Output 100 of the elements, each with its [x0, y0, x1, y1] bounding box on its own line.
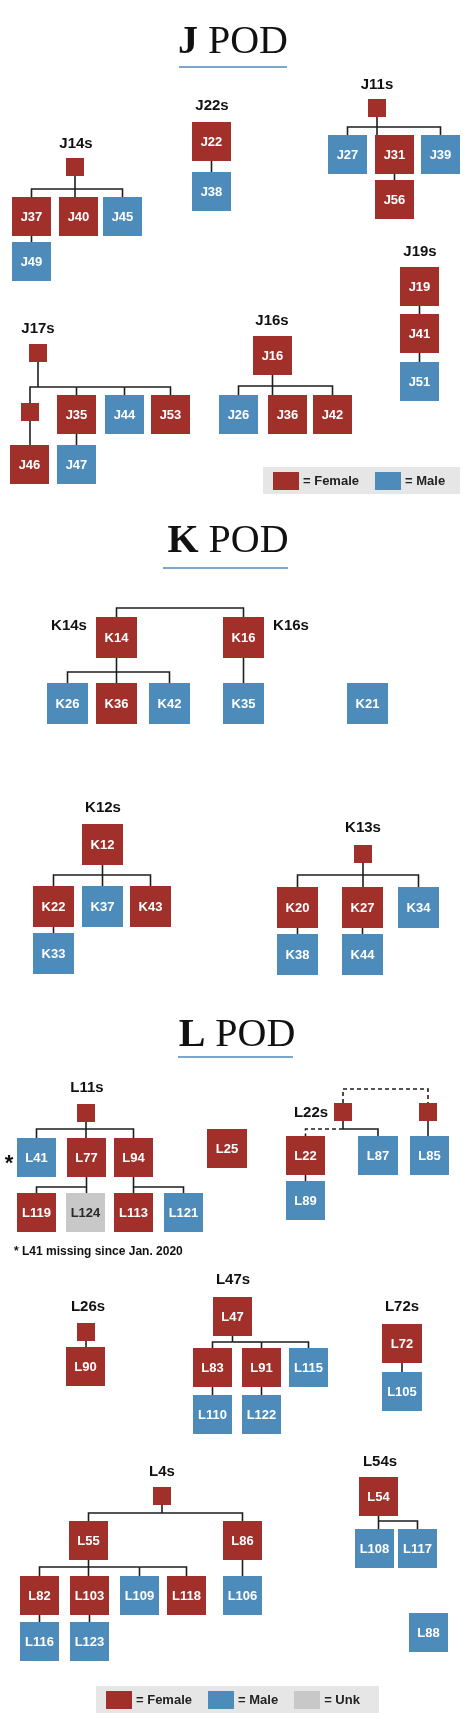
lineage-line — [296, 874, 364, 888]
lineage-line — [271, 385, 334, 396]
male-box: J39 — [421, 135, 460, 174]
lineage-line — [132, 1186, 185, 1194]
female-box: K22 — [33, 886, 74, 927]
male-box: L116 — [20, 1622, 59, 1661]
lineage-line — [52, 874, 104, 887]
lineage-line — [87, 1512, 163, 1522]
male-box: L117 — [398, 1529, 437, 1568]
female-box: J31 — [375, 135, 414, 174]
family-label: J14s — [59, 134, 93, 152]
female-box: K16 — [223, 617, 264, 658]
female-box: L72 — [382, 1324, 422, 1363]
male-box: L85 — [410, 1136, 449, 1175]
female-box: J16 — [253, 336, 292, 375]
lineage-line — [85, 1340, 87, 1348]
female-box: J36 — [268, 395, 307, 434]
male-box: J44 — [105, 395, 144, 434]
male-box: J38 — [192, 172, 231, 211]
lineage-line — [35, 1186, 88, 1194]
female-box: J56 — [375, 180, 414, 219]
female-box: L86 — [223, 1521, 262, 1560]
small-female-box — [21, 403, 39, 421]
female-box: L77 — [67, 1138, 106, 1177]
male-box: K26 — [47, 683, 88, 724]
male-box: L109 — [120, 1576, 159, 1615]
male-box: L108 — [355, 1529, 394, 1568]
lineage-line — [346, 126, 378, 136]
lineage-line — [38, 1566, 90, 1577]
female-box: L55 — [69, 1521, 108, 1560]
male-box: K34 — [398, 887, 439, 928]
male-box: L87 — [358, 1136, 398, 1175]
lineage-line — [123, 386, 172, 396]
lineage-line — [30, 188, 76, 198]
small-female-box — [153, 1487, 171, 1505]
family-label: L47s — [215, 1270, 251, 1288]
female-box: L119 — [17, 1193, 56, 1232]
female-box: L103 — [70, 1576, 109, 1615]
lineage-line — [101, 874, 152, 887]
lineage-line — [211, 1341, 234, 1349]
lineage-line — [376, 126, 442, 136]
lineage-line — [260, 1341, 310, 1349]
family-label: L11s — [70, 1078, 104, 1096]
family-label: K14s — [51, 616, 87, 634]
female-box: L83 — [193, 1348, 232, 1387]
section-heading: K POD — [167, 519, 289, 559]
small-female-box — [77, 1104, 95, 1122]
lineage-line — [376, 126, 378, 136]
small-female-box — [368, 99, 386, 117]
lineage-line — [342, 1088, 429, 1104]
lineage-line — [237, 385, 274, 396]
male-box: J47 — [57, 445, 96, 484]
legend-label: = Female — [136, 1693, 192, 1706]
lineage-line — [362, 874, 364, 888]
lineage-line — [115, 607, 245, 618]
small-female-box — [334, 1103, 352, 1121]
family-label: L22s — [293, 1103, 329, 1121]
female-box: L47 — [213, 1297, 252, 1336]
lineage-line — [37, 361, 39, 388]
male-box: L41 — [17, 1138, 56, 1177]
male-box: L89 — [286, 1181, 325, 1220]
lineage-line — [29, 420, 31, 446]
lineage-line — [342, 1120, 344, 1130]
unknown-sex-box: L124 — [66, 1193, 105, 1232]
lineage-line — [427, 1120, 429, 1137]
female-box: J53 — [151, 395, 190, 434]
family-label: L4s — [149, 1462, 175, 1480]
female-box: J46 — [10, 445, 49, 484]
lineage-line — [85, 1121, 87, 1130]
female-box: K20 — [277, 887, 318, 928]
male-box: J49 — [12, 242, 51, 281]
male-box: K42 — [149, 683, 190, 724]
lineage-line — [401, 1362, 403, 1373]
male-box: K44 — [342, 934, 383, 975]
male-box: K35 — [223, 683, 264, 724]
lineage-line — [138, 1566, 188, 1577]
family-label: J17s — [21, 319, 55, 337]
family-label: K13s — [345, 818, 381, 836]
lineage-line — [161, 1504, 163, 1514]
section-heading: J POD — [178, 20, 288, 60]
female-box: L25 — [207, 1129, 247, 1168]
lineage-line — [87, 1566, 141, 1568]
male-box: K37 — [82, 886, 123, 927]
family-label: L26s — [70, 1297, 106, 1315]
female-box: L54 — [359, 1477, 398, 1516]
male-box: L123 — [70, 1622, 109, 1661]
lineage-line — [37, 386, 78, 388]
lineage-line — [85, 1128, 87, 1139]
male-box: J45 — [103, 197, 142, 236]
lineage-line — [376, 116, 378, 128]
male-box: K21 — [347, 683, 388, 724]
female-box: K12 — [82, 824, 123, 865]
small-female-box — [29, 344, 47, 362]
legend-label: = Male — [405, 474, 446, 487]
female-box: L22 — [286, 1136, 325, 1175]
female-box: L90 — [66, 1347, 105, 1386]
male-box: L115 — [289, 1348, 328, 1387]
footnote: * L41 missing since Jan. 2020 — [14, 1244, 183, 1259]
female-box: K36 — [96, 683, 137, 724]
male-box: J27 — [328, 135, 367, 174]
